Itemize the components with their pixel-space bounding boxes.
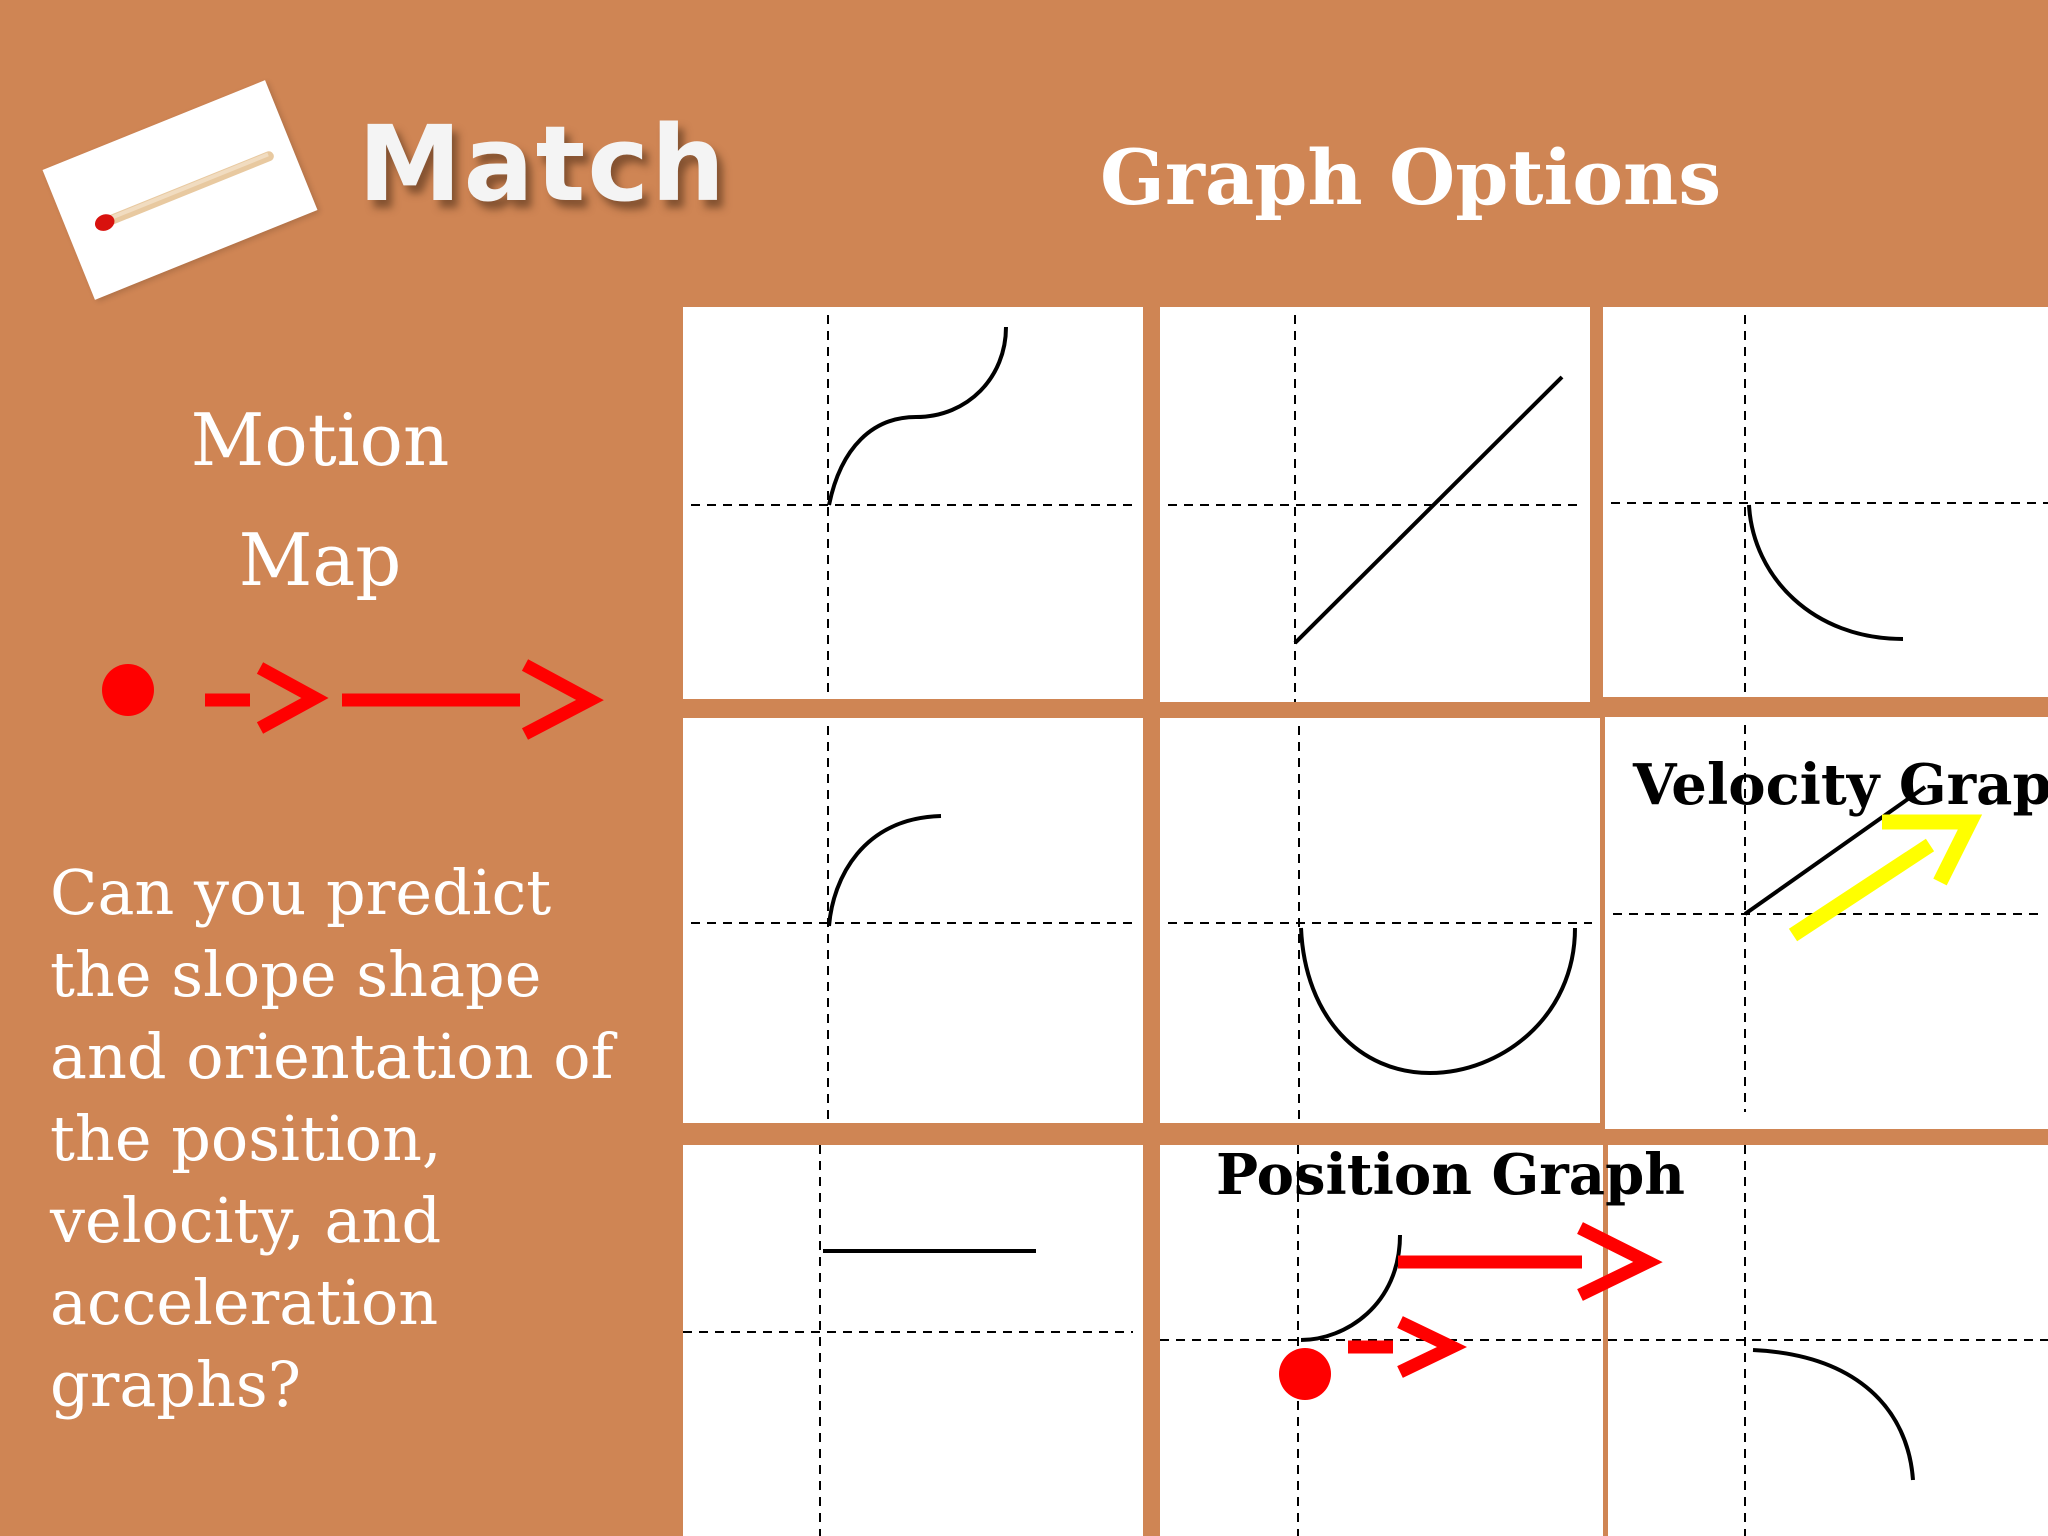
graph-option-4-plot	[691, 726, 1133, 1123]
graph-option-9-plot	[1608, 1145, 2048, 1536]
matchstick-card	[42, 80, 318, 300]
graph-option-5[interactable]	[1160, 718, 1600, 1123]
graph-option-2-plot	[1168, 315, 1580, 702]
velocity-graph-label: Velocity Graph	[1633, 752, 2048, 818]
graph-option-7[interactable]	[683, 1145, 1143, 1536]
graph-option-4[interactable]	[683, 718, 1143, 1123]
motion-map-heading: Motion Map	[160, 380, 480, 620]
motion-map-diagram	[102, 659, 604, 740]
graph-option-9[interactable]	[1608, 1145, 2048, 1536]
graph-option-1[interactable]	[683, 307, 1143, 699]
matchstick-icon	[94, 151, 274, 231]
graph-option-5-plot	[1168, 726, 1592, 1123]
red-dot-icon	[102, 664, 154, 716]
graph-option-8-plot	[1160, 1145, 1603, 1536]
position-graph-label: Position Graph	[1216, 1142, 1685, 1208]
question-text: Can you predict the slope shape and orie…	[50, 856, 614, 1421]
graph-option-2[interactable]	[1160, 307, 1590, 702]
graph-options-title: Graph Options	[1100, 133, 1722, 222]
graph-option-7-plot	[683, 1145, 1133, 1536]
graph-option-3-plot	[1611, 315, 2048, 697]
motion-map-heading-line1: Motion	[190, 398, 450, 482]
red-arrow-icon	[205, 659, 604, 740]
motion-map-heading-line2: Map	[238, 518, 402, 602]
graph-option-3[interactable]	[1603, 307, 2048, 697]
page-title: Match	[358, 103, 728, 225]
graph-option-1-plot	[691, 315, 1133, 699]
